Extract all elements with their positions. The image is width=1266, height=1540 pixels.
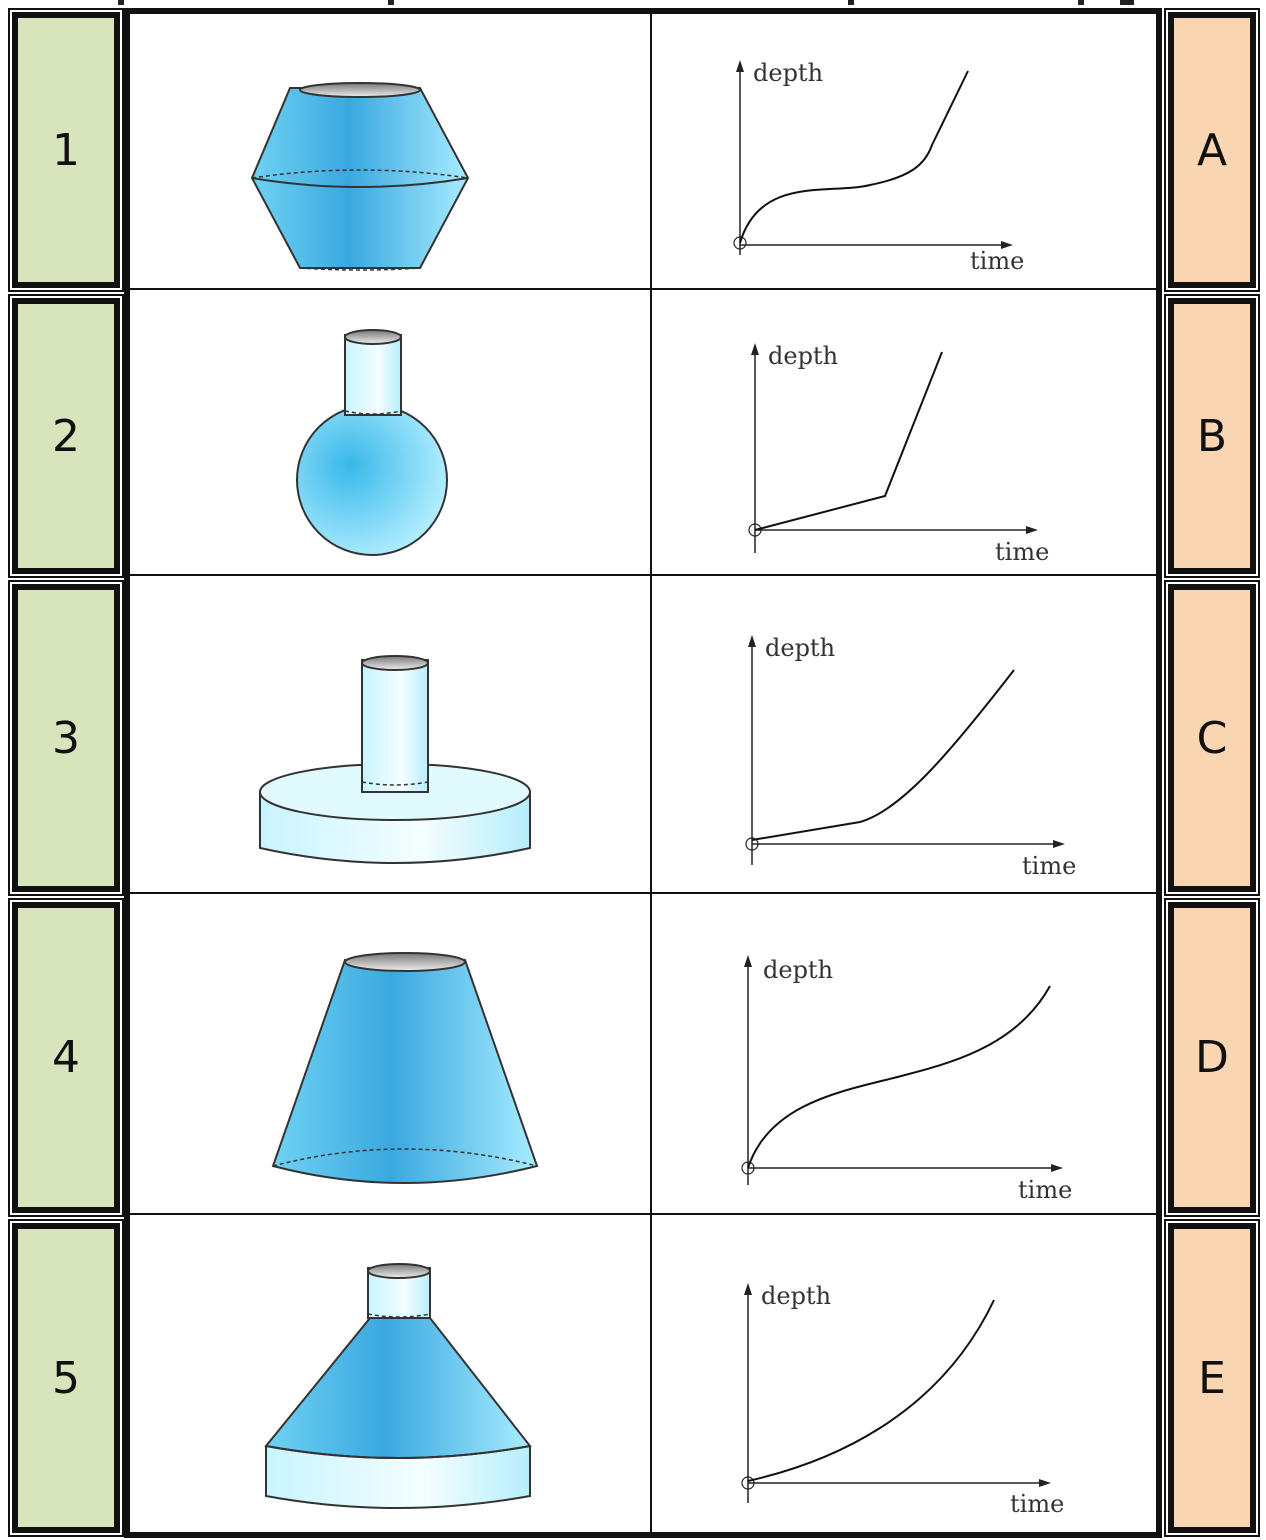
- depth-label: depth: [763, 956, 833, 984]
- row-divider: [128, 892, 1158, 894]
- row-number-2: 2: [8, 294, 124, 578]
- vessel-4-truncated-cone: [271, 952, 539, 1184]
- graph-2: depth time: [748, 342, 1049, 566]
- graph-3: depth time: [745, 634, 1076, 880]
- row-number-1: 1: [8, 8, 124, 292]
- vessel-5-cone-on-cylinder: [264, 1263, 532, 1509]
- row-letter-c: C: [1164, 580, 1260, 896]
- row-number-4: 4: [8, 898, 124, 1217]
- time-label: time: [1010, 1490, 1064, 1518]
- row-letter-a: A: [1164, 8, 1260, 292]
- row-divider: [128, 574, 1158, 576]
- row-letter-b: B: [1164, 294, 1260, 578]
- depth-label: depth: [765, 634, 835, 662]
- depth-label: depth: [761, 1282, 831, 1310]
- row-divider: [128, 1213, 1158, 1215]
- row-letter-e: E: [1164, 1219, 1260, 1537]
- vessel-1-double-cone: [250, 82, 470, 271]
- depth-label: depth: [768, 342, 838, 370]
- time-label: time: [1018, 1176, 1072, 1200]
- time-label: time: [1022, 852, 1076, 880]
- depth-label: depth: [753, 59, 823, 87]
- vessel-2-round-flask: [296, 329, 448, 556]
- graph-5: depth time: [741, 1282, 1064, 1518]
- time-label: time: [970, 247, 1024, 275]
- graph-1: depth time: [733, 59, 1024, 275]
- row-number-3: 3: [8, 580, 124, 896]
- vessel-3-stepped-cylinder: [259, 655, 531, 864]
- row-letter-d: D: [1164, 898, 1260, 1217]
- row-number-5: 5: [8, 1219, 124, 1537]
- graph-4: depth time: [741, 955, 1072, 1200]
- row-divider: [128, 288, 1158, 290]
- time-label: time: [995, 538, 1049, 566]
- top-edge: [0, 0, 1266, 8]
- column-divider: [650, 8, 652, 1538]
